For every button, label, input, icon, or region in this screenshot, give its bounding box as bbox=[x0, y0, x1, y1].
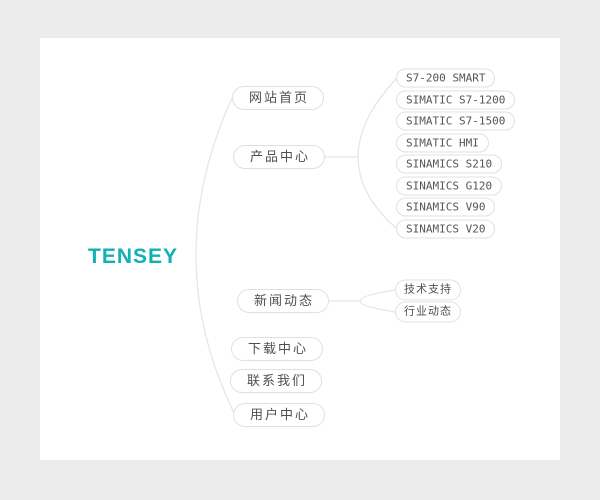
node-product-sinamics-s210[interactable]: SINAMICS S210 bbox=[396, 154, 503, 174]
node-user[interactable]: 用户中心 bbox=[233, 403, 326, 427]
node-products[interactable]: 产品中心 bbox=[233, 145, 326, 169]
node-product-simatic-hmi[interactable]: SIMATIC HMI bbox=[396, 133, 489, 153]
node-product-simatic-s7-1500[interactable]: SIMATIC S7-1500 bbox=[396, 111, 516, 131]
node-news-tech-support[interactable]: 技术支持 bbox=[395, 279, 461, 301]
node-news[interactable]: 新闻动态 bbox=[237, 289, 330, 313]
node-product-s7-200-smart[interactable]: S7-200 SMART bbox=[396, 68, 496, 88]
root-node-tensey[interactable]: TENSEY bbox=[88, 245, 179, 268]
node-product-sinamics-v90[interactable]: SINAMICS V90 bbox=[396, 197, 496, 217]
node-home[interactable]: 网站首页 bbox=[232, 86, 325, 110]
node-product-sinamics-v20[interactable]: SINAMICS V20 bbox=[396, 219, 496, 239]
node-downloads[interactable]: 下载中心 bbox=[231, 337, 324, 361]
node-product-simatic-s7-1200[interactable]: SIMATIC S7-1200 bbox=[396, 90, 516, 110]
node-product-sinamics-g120[interactable]: SINAMICS G120 bbox=[396, 176, 503, 196]
node-news-industry-news[interactable]: 行业动态 bbox=[395, 301, 461, 323]
node-contact[interactable]: 联系我们 bbox=[230, 369, 323, 393]
